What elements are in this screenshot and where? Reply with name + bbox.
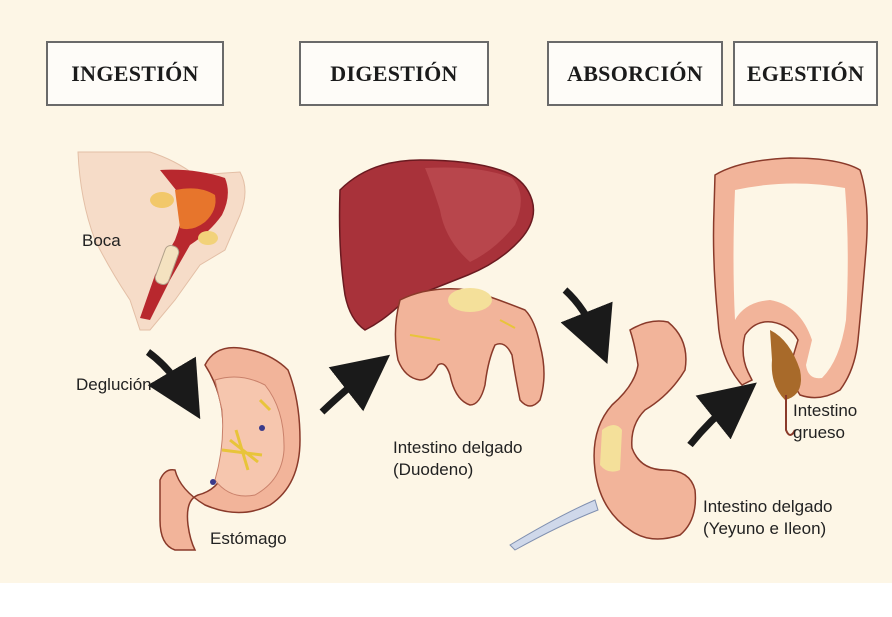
label-yeyuno: Intestino delgado (Yeyuno e Ileon)	[703, 496, 833, 540]
stomach-illustration	[160, 348, 300, 550]
label-boca: Boca	[82, 230, 121, 252]
label-duodeno: Intestino delgado (Duodeno)	[393, 437, 523, 481]
arrow-to-egestion	[690, 400, 735, 445]
arrow-to-absorcion	[565, 290, 597, 338]
arrow-deglucion	[148, 352, 186, 395]
liver-duodenum-illustration	[340, 160, 544, 406]
large-intestine-illustration	[714, 158, 868, 435]
label-grueso: Intestino grueso	[793, 400, 857, 444]
label-estomago: Estómago	[210, 528, 287, 550]
label-deglucion: Deglución	[76, 374, 152, 396]
arrow-to-digestion	[322, 372, 368, 412]
